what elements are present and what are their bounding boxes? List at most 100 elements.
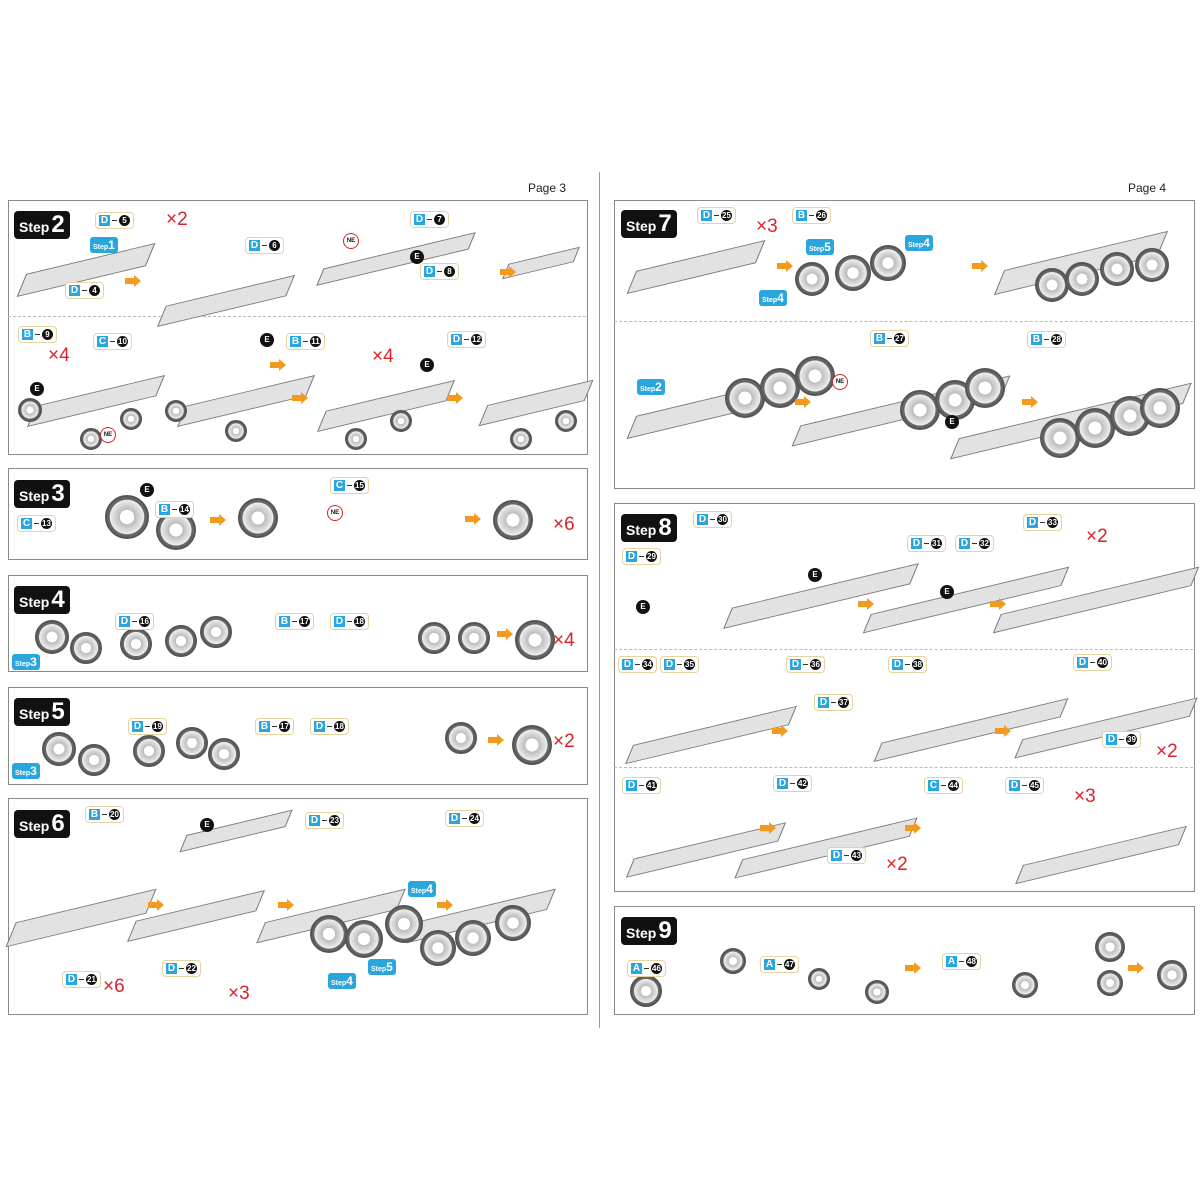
wheel-illustration	[385, 905, 423, 943]
ne-badge-icon: NE	[832, 374, 848, 390]
dash-icon	[347, 621, 352, 622]
wheel-illustration	[1140, 388, 1180, 428]
dash-icon	[635, 664, 640, 665]
step-number: 3	[51, 480, 65, 507]
step-reference: Step4	[328, 973, 356, 989]
dash-icon	[790, 783, 795, 784]
wheel-illustration	[760, 368, 800, 408]
part-number: 42	[797, 778, 808, 789]
part-number: 30	[717, 514, 728, 525]
section-divider	[614, 649, 1193, 650]
sheet-letter: B	[1031, 334, 1042, 345]
dash-icon	[1090, 662, 1095, 663]
step-reference-number: 4	[426, 882, 433, 896]
step-reference-number: 4	[777, 291, 784, 305]
sheet-letter: D	[1027, 517, 1038, 528]
wheel-illustration	[120, 408, 142, 430]
e-badge-icon: E	[636, 600, 650, 614]
part-number: 19	[152, 721, 163, 732]
sheet-letter: D	[314, 721, 325, 732]
wheel-illustration	[725, 378, 765, 418]
section-divider	[614, 767, 1193, 768]
part-number: 41	[646, 780, 657, 791]
sheet-letter: B	[22, 329, 33, 340]
wheel-illustration	[455, 920, 491, 956]
sheet-letter: A	[631, 963, 642, 974]
wheel-illustration	[133, 735, 165, 767]
part-number: 8	[444, 266, 455, 277]
step-reference-word: Step	[762, 297, 778, 304]
page-divider	[599, 172, 600, 1028]
wheel-illustration	[870, 245, 906, 281]
part-number: 18	[354, 616, 365, 627]
sheet-letter: D	[132, 721, 143, 732]
wheel-illustration	[165, 625, 197, 657]
sheet-letter: D	[424, 266, 435, 277]
step-reference-word: Step	[331, 980, 347, 987]
part-tag: D 18	[310, 718, 349, 735]
step-reference-word: Step	[15, 661, 31, 668]
sheet-letter: D	[1009, 780, 1020, 791]
sheet-letter: D	[334, 616, 345, 627]
sheet-letter: A	[946, 956, 957, 967]
part-number: 36	[810, 659, 821, 670]
sheet-letter: D	[66, 974, 77, 985]
page-number-4: Page 4	[1128, 181, 1167, 195]
step-reference-number: 4	[923, 236, 930, 250]
dash-icon	[34, 523, 39, 524]
dash-icon	[322, 820, 327, 821]
sheet-letter: D	[451, 334, 462, 345]
step-word: Step	[19, 488, 50, 504]
part-number: 37	[838, 697, 849, 708]
dash-icon	[831, 702, 836, 703]
wheel-illustration	[208, 738, 240, 770]
sheet-letter: C	[21, 518, 32, 529]
sheet-letter: D	[701, 210, 712, 221]
sheet-letter: D	[626, 551, 637, 562]
dash-icon	[427, 219, 432, 220]
sheet-letter: D	[626, 780, 637, 791]
part-number: 26	[816, 210, 827, 221]
quantity-multiplier: ×4	[48, 345, 70, 366]
part-number: 25	[721, 210, 732, 221]
dash-icon	[303, 341, 308, 342]
part-number: 5	[119, 215, 130, 226]
part-tag: D 41	[622, 777, 661, 794]
sheet-letter: D	[697, 514, 708, 525]
part-number: 18	[334, 721, 345, 732]
part-tag: D 25	[697, 207, 736, 224]
step-reference: Step3	[12, 763, 40, 779]
part-number: 10	[117, 336, 128, 347]
dash-icon	[112, 220, 117, 221]
step-number: 4	[51, 586, 65, 613]
e-badge-icon: E	[940, 585, 954, 599]
part-number: 15	[354, 480, 365, 491]
wheel-illustration	[1100, 252, 1134, 286]
page-number-3: Page 3	[528, 181, 567, 195]
step-number: 9	[658, 917, 672, 944]
part-number: 43	[851, 850, 862, 861]
sheet-letter: D	[69, 285, 80, 296]
e-badge-icon: E	[808, 568, 822, 582]
step-word: Step	[626, 218, 657, 234]
part-number: 31	[931, 538, 942, 549]
sheet-letter: D	[777, 778, 788, 789]
wheel-illustration	[795, 262, 829, 296]
